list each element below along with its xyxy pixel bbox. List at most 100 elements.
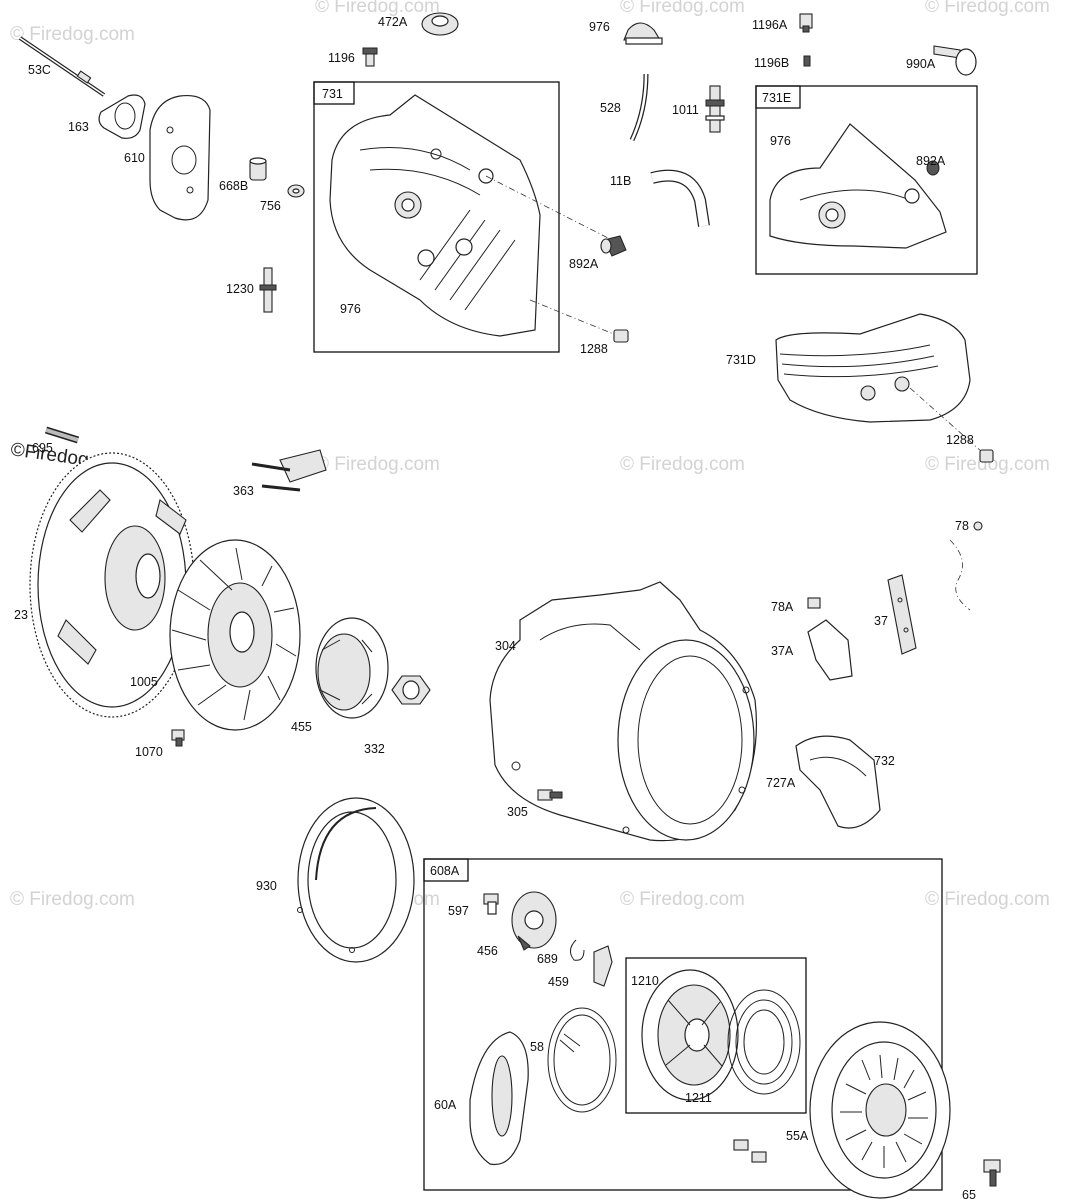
- label-1196a[interactable]: 1196A: [752, 18, 788, 32]
- label-1288-top[interactable]: 1288: [580, 342, 608, 356]
- label-472a[interactable]: 472A: [378, 15, 408, 29]
- label-455[interactable]: 455: [291, 720, 312, 734]
- part-528[interactable]: [629, 73, 649, 142]
- label-1211[interactable]: 1211: [685, 1091, 712, 1105]
- part-78[interactable]: [949, 521, 983, 611]
- label-53c[interactable]: 53C: [28, 63, 51, 77]
- part-1210[interactable]: [641, 969, 739, 1101]
- part-731e-housing[interactable]: [769, 123, 947, 249]
- part-305[interactable]: [537, 789, 563, 801]
- part-60a[interactable]: [469, 1031, 529, 1166]
- part-55a[interactable]: [809, 1021, 951, 1199]
- label-163[interactable]: 163: [68, 120, 89, 134]
- label-731d[interactable]: 731D: [726, 353, 756, 367]
- part-1288-right[interactable]: [979, 449, 994, 463]
- part-363[interactable]: [251, 449, 327, 492]
- part-1005[interactable]: [169, 539, 301, 731]
- part-689[interactable]: [570, 939, 585, 961]
- part-37a[interactable]: [807, 619, 853, 681]
- label-695[interactable]: 695: [32, 441, 53, 455]
- label-528[interactable]: 528: [600, 101, 621, 115]
- part-11b[interactable]: [650, 169, 710, 227]
- label-363[interactable]: 363: [233, 484, 254, 498]
- part-459[interactable]: [593, 945, 613, 987]
- part-65[interactable]: [983, 1159, 1001, 1187]
- watermark: © Firedog.com: [10, 24, 135, 45]
- part-610[interactable]: [149, 94, 211, 221]
- label-1070[interactable]: 1070: [135, 745, 163, 759]
- label-976-731e[interactable]: 976: [770, 134, 791, 148]
- label-459[interactable]: 459: [548, 975, 569, 989]
- part-668b[interactable]: [249, 157, 267, 181]
- part-78a[interactable]: [807, 597, 821, 609]
- part-731d[interactable]: [775, 313, 971, 423]
- label-668b[interactable]: 668B: [219, 179, 248, 193]
- label-65[interactable]: 65: [962, 1188, 976, 1200]
- label-990a[interactable]: 990A: [906, 57, 936, 71]
- label-1210[interactable]: 1210: [631, 974, 659, 988]
- label-597[interactable]: 597: [448, 904, 469, 918]
- label-1288-right[interactable]: 1288: [946, 433, 974, 447]
- label-731[interactable]: 731: [322, 87, 343, 101]
- part-930[interactable]: [297, 797, 415, 963]
- label-610[interactable]: 610: [124, 151, 145, 165]
- part-332[interactable]: [391, 675, 431, 705]
- part-1196[interactable]: [362, 47, 378, 67]
- label-456[interactable]: 456: [477, 944, 498, 958]
- label-1196[interactable]: 1196: [328, 51, 355, 65]
- label-55a[interactable]: 55A: [786, 1129, 809, 1143]
- label-1011[interactable]: 1011: [672, 103, 699, 117]
- label-930[interactable]: 930: [256, 879, 277, 893]
- label-1196b[interactable]: 1196B: [754, 56, 789, 70]
- part-1196a[interactable]: [799, 13, 813, 33]
- label-892a-right[interactable]: 892A: [916, 154, 946, 168]
- label-1230[interactable]: 1230: [226, 282, 254, 296]
- label-1005[interactable]: 1005: [130, 675, 158, 689]
- part-892a-right[interactable]: [926, 160, 940, 176]
- part-976-top[interactable]: [623, 22, 663, 45]
- label-332[interactable]: 332: [364, 742, 385, 756]
- part-1288-top[interactable]: [613, 329, 629, 343]
- part-1011[interactable]: [705, 85, 725, 133]
- label-608a[interactable]: 608A: [430, 864, 460, 878]
- part-23[interactable]: [29, 452, 195, 718]
- part-695[interactable]: [44, 426, 80, 444]
- part-472a[interactable]: [421, 12, 459, 36]
- label-976-top[interactable]: 976: [589, 20, 610, 34]
- part-892a-left[interactable]: [600, 235, 627, 257]
- label-731e[interactable]: 731E: [762, 91, 791, 105]
- label-892a-left[interactable]: 892A: [569, 257, 599, 271]
- label-732[interactable]: 732: [874, 754, 895, 768]
- part-37[interactable]: [887, 574, 917, 655]
- part-455[interactable]: [315, 617, 389, 719]
- part-597[interactable]: [483, 893, 499, 915]
- label-60a[interactable]: 60A: [434, 1098, 457, 1112]
- part-bolt-55a[interactable]: [733, 1139, 767, 1163]
- part-53c[interactable]: [18, 36, 106, 97]
- part-304[interactable]: [489, 581, 758, 842]
- label-37a[interactable]: 37A: [771, 644, 794, 658]
- part-1211[interactable]: [727, 989, 801, 1095]
- part-58[interactable]: [547, 1007, 617, 1113]
- label-756[interactable]: 756: [260, 199, 281, 213]
- label-23[interactable]: 23: [14, 608, 28, 622]
- label-37[interactable]: 37: [874, 614, 888, 628]
- label-11b[interactable]: 11B: [610, 174, 631, 188]
- label-305[interactable]: 305: [507, 805, 528, 819]
- part-1070[interactable]: [171, 729, 185, 747]
- part-163[interactable]: [98, 94, 146, 139]
- part-990a[interactable]: [933, 45, 977, 76]
- part-731-blower-housing[interactable]: [329, 94, 541, 337]
- label-78a[interactable]: 78A: [771, 600, 794, 614]
- label-304[interactable]: 304: [495, 639, 516, 653]
- label-78[interactable]: 78: [955, 519, 969, 533]
- label-58[interactable]: 58: [530, 1040, 544, 1054]
- part-1230[interactable]: [259, 267, 277, 313]
- label-727a[interactable]: 727A: [766, 776, 796, 790]
- part-456[interactable]: [511, 891, 557, 951]
- label-976-housing[interactable]: 976: [340, 302, 361, 316]
- part-1196b[interactable]: [803, 55, 811, 67]
- part-727a[interactable]: [795, 735, 881, 829]
- part-756[interactable]: [287, 184, 305, 198]
- label-689[interactable]: 689: [537, 952, 558, 966]
